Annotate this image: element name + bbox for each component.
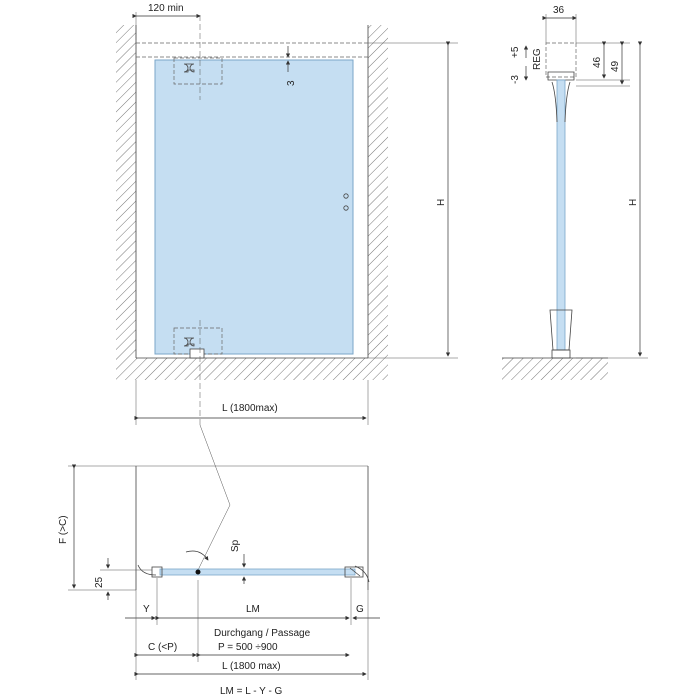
dim-g: G [356, 604, 364, 615]
top-rail [135, 42, 369, 58]
left-wall-hatch [116, 25, 136, 380]
side-adj-minus: -3 [510, 75, 521, 84]
handle-hole [343, 193, 349, 199]
side-dim-49: 49 [610, 60, 621, 72]
bottom-fitting-slots [183, 337, 195, 347]
side-adj-plus: +5 [510, 46, 521, 58]
dim-lm: LM [246, 604, 260, 615]
side-top-fitting [545, 42, 577, 78]
side-floor-hatch [502, 358, 608, 380]
thickness-sp: Sp [230, 539, 241, 552]
front-width-label: L (1800max) [222, 403, 278, 414]
side-adj-label: REG [532, 48, 543, 70]
plan-view: Sp F (>C) 25 Y LM G C (<P) Durchgang / P… [58, 464, 380, 697]
side-view: 36 +5 -3 REG 46 49 H [502, 5, 648, 380]
dim-y: Y [143, 604, 150, 615]
front-height-label: H [436, 199, 447, 206]
depth-f: F (>C) [58, 515, 69, 544]
floor-hatch [136, 358, 368, 380]
right-wall-hatch [368, 25, 388, 380]
side-glass [556, 79, 566, 351]
side-width-36: 36 [553, 5, 565, 16]
top-fitting-slots [183, 63, 195, 73]
glass-panel [154, 59, 354, 355]
plan-glass [159, 568, 356, 576]
side-height-label: H [628, 199, 639, 206]
plan-width-label: L (1800 max) [222, 661, 281, 672]
front-view: 120 min 3 H L (1800max) [116, 3, 458, 571]
dim-120-min: 120 min [148, 3, 184, 14]
passage-label: Durchgang / Passage [214, 628, 311, 639]
top-fitting [173, 57, 223, 85]
passage-range: P = 500 ÷900 [218, 642, 278, 653]
dim-gap-3: 3 [286, 80, 297, 86]
floor-pivot [189, 348, 205, 359]
pivot-point [195, 569, 201, 575]
dim-25: 25 [94, 576, 105, 588]
dim-c: C (<P) [148, 642, 177, 653]
lm-formula: LM = L - Y - G [220, 686, 283, 697]
handle-hole [343, 205, 349, 211]
side-dim-46: 46 [592, 56, 603, 68]
